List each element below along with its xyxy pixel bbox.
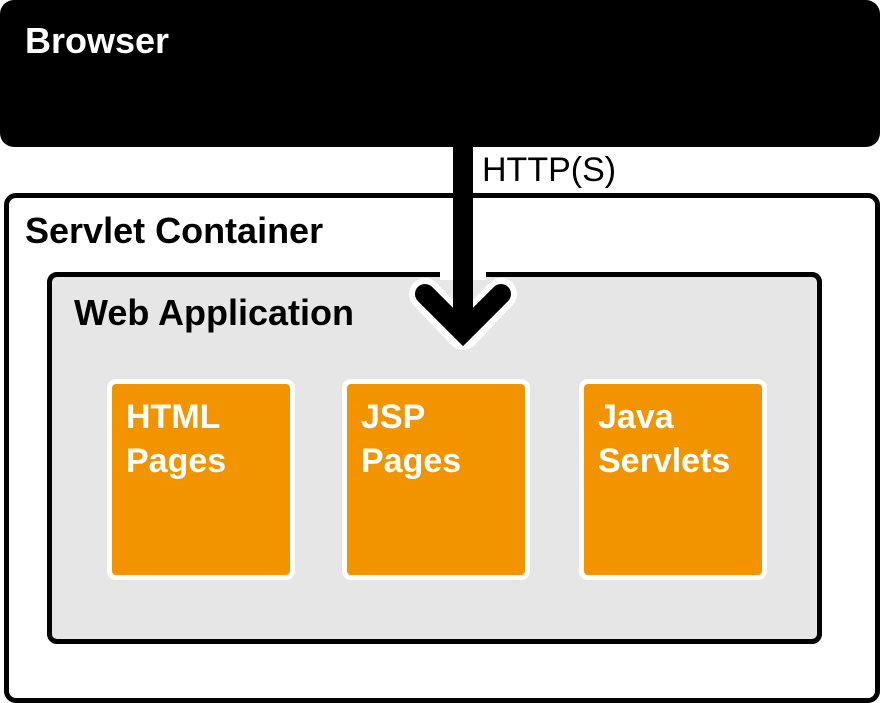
jsp-pages-label: JSP Pages (361, 398, 462, 480)
servlet-container-title: Servlet Container (25, 210, 324, 251)
browser-box (0, 0, 880, 147)
jsp-pages-box: JSP Pages (342, 379, 530, 580)
html-pages-box: HTML Pages (107, 379, 295, 580)
protocol-label: HTTP(S) (482, 151, 617, 189)
browser-title: Browser (25, 20, 170, 61)
java-servlets-label: Java Servlets (598, 398, 731, 480)
web-application-title: Web Application (74, 292, 355, 333)
html-pages-label: HTML Pages (126, 398, 227, 480)
java-servlets-box: Java Servlets (579, 379, 767, 580)
